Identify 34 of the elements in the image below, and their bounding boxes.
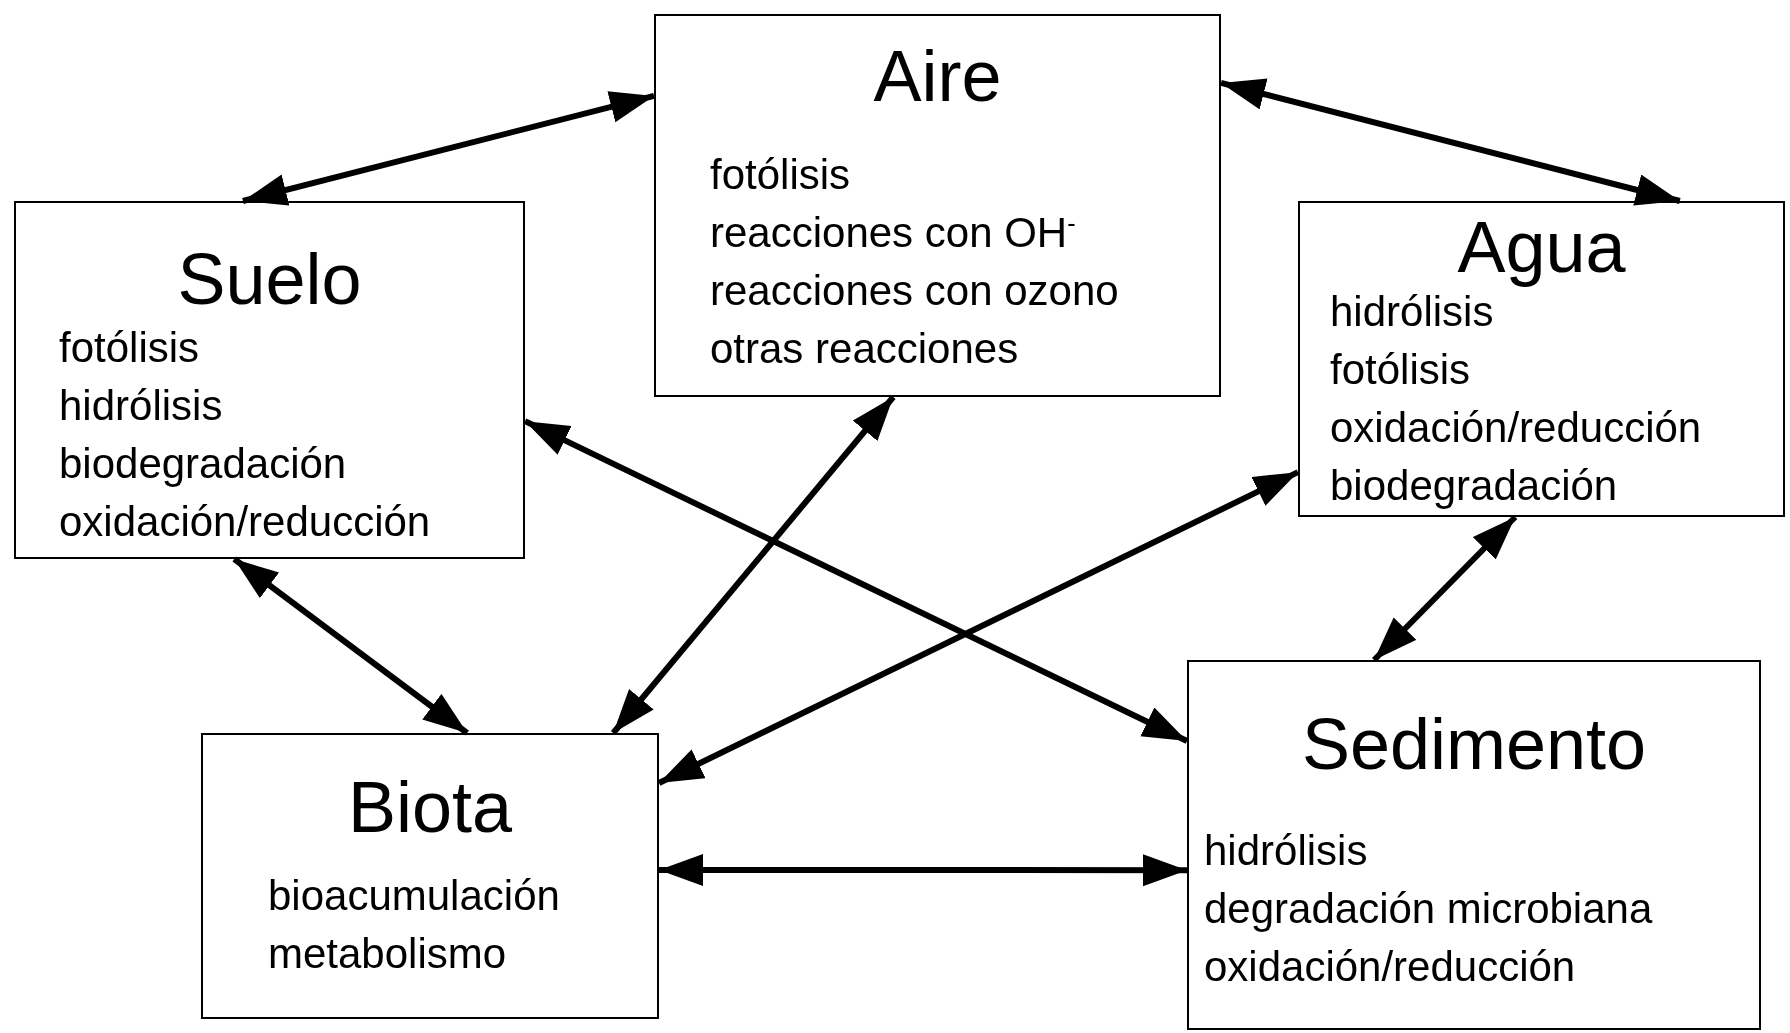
compartment-title: Biota [346,771,514,843]
double-arrow [610,395,896,735]
compartment-title: Sedimento [1300,708,1648,780]
process-text: biodegradación [59,439,347,489]
process-text: reacciones con OH$^{-}$ [710,208,1076,258]
process-text: biodegradación [1330,461,1618,511]
process-text: hidrólisis [1204,826,1368,876]
double-arrow [242,91,655,206]
process-text: otras reacciones [710,324,1019,374]
double-arrow [657,469,1300,786]
compartment-box [654,14,1221,397]
compartment-box [201,733,659,1019]
process-text: degradación microbiana [1204,884,1653,934]
double-arrow [1372,514,1518,663]
process-text: bioacumulación [268,871,560,921]
compartment-box [1298,201,1785,517]
double-arrow [232,556,469,736]
process-text: hidrólisis [1330,287,1494,337]
process-text: oxidación/reducción [1330,403,1702,453]
compartment-box [14,201,525,559]
process-text: fotólisis [59,323,200,373]
compartment-title: Suelo [176,243,363,315]
process-text: hidrólisis [59,381,223,431]
process-text: fotólisis [1330,345,1471,395]
process-text: fotólisis [710,150,851,200]
double-arrow [523,418,1189,744]
process-text: metabolismo [268,929,507,979]
compartment-box [1187,660,1761,1030]
process-text: reacciones con ozono [710,266,1119,316]
compartment-title: Aire [872,40,1003,112]
process-text: oxidación/reducción [59,497,431,547]
process-text: oxidación/reducción [1204,942,1576,992]
double-arrow [659,854,1187,887]
double-arrow [1220,78,1681,206]
